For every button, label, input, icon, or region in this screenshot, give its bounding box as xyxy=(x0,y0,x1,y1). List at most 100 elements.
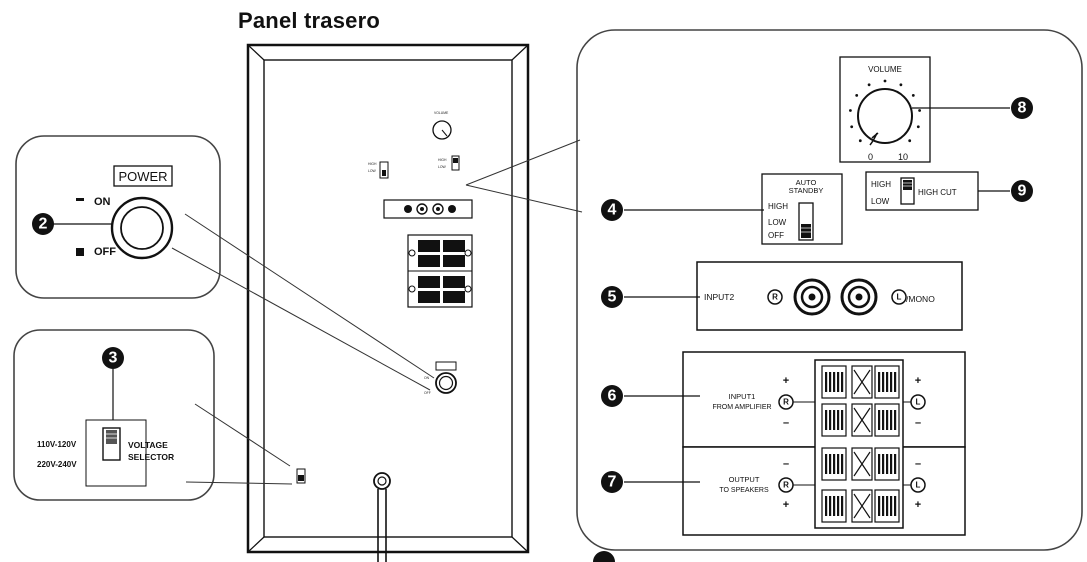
voltage-callout-box: 3 110V-120V 220V-240V VOLTAGE SELECTOR xyxy=(13,329,215,501)
terminal-slot xyxy=(886,410,889,430)
high-cut-block: HIGH LOW HIGH CUT xyxy=(865,171,979,211)
input1-right: R xyxy=(783,398,789,407)
volume-scale-ticks xyxy=(849,79,921,143)
terminal-slot xyxy=(890,454,893,474)
input2-right: R xyxy=(772,293,778,302)
svg-text:HIGH: HIGH xyxy=(438,158,447,162)
input1-line1: INPUT1 xyxy=(729,392,756,401)
power-label: POWER xyxy=(118,169,167,184)
volume-scale-dot xyxy=(883,79,887,83)
terminal-slot xyxy=(829,372,832,392)
speaker-terminal-block xyxy=(682,351,966,536)
terminal-slot xyxy=(837,410,840,430)
callout-4: 4 xyxy=(608,202,617,219)
power-callout-box: POWER ON OFF 2 xyxy=(15,135,221,299)
output-labels: OUTPUT TO SPEAKERS – R + – L + xyxy=(719,458,926,511)
output-left: L xyxy=(916,481,921,490)
terminal-clip xyxy=(853,407,871,433)
callout-2: 2 xyxy=(39,216,48,233)
voltage-opt-low: 220V-240V xyxy=(37,460,77,469)
terminal-slot xyxy=(878,496,881,516)
svg-text:HIGH: HIGH xyxy=(368,162,377,166)
volume-min: 0 xyxy=(868,152,873,162)
terminal-slot xyxy=(878,454,881,474)
on-indicator-icon xyxy=(76,198,84,201)
cabinet-speaker-terminals xyxy=(407,234,473,308)
output-right-minus: – xyxy=(783,458,789,470)
volume-max: 10 xyxy=(898,152,908,162)
volume-scale-dot xyxy=(908,139,912,143)
volume-scale-dot xyxy=(850,125,854,129)
input1-left-minus: – xyxy=(915,417,921,429)
terminal-slot xyxy=(878,372,881,392)
auto-standby-block: AUTO STANDBY HIGH LOW OFF xyxy=(761,173,843,245)
callout-8: 8 xyxy=(1018,100,1027,117)
standby-low: LOW xyxy=(768,218,787,227)
terminal-slot xyxy=(890,372,893,392)
power-cord xyxy=(373,472,391,562)
terminal-slot xyxy=(886,454,889,474)
terminal-slot xyxy=(886,372,889,392)
terminal-clip xyxy=(853,493,871,519)
page-title: Panel trasero xyxy=(238,8,381,33)
terminal-slot xyxy=(825,454,828,474)
terminal-slot xyxy=(841,410,844,430)
terminal-slot xyxy=(825,496,828,516)
input2-block: INPUT2 R L /MONO xyxy=(696,261,963,331)
terminal-slot xyxy=(833,496,836,516)
svg-text:OFF: OFF xyxy=(424,391,431,395)
terminal-slot xyxy=(829,410,832,430)
standby-title-1: AUTO xyxy=(796,178,817,187)
cabinet-standby-switch: HIGH LOW xyxy=(368,161,389,179)
terminal-slot xyxy=(882,454,885,474)
callout-3: 3 xyxy=(109,350,118,367)
terminal-slot xyxy=(894,454,897,474)
terminal-slot xyxy=(837,496,840,516)
terminal-slot xyxy=(841,372,844,392)
terminal-slot xyxy=(894,410,897,430)
input2-label: INPUT2 xyxy=(704,292,735,302)
svg-text:LOW: LOW xyxy=(368,169,377,173)
terminal-slot xyxy=(829,496,832,516)
svg-text:VOLUME: VOLUME xyxy=(434,111,449,115)
terminal-slot xyxy=(882,496,885,516)
terminal-slot xyxy=(890,496,893,516)
voltage-label-1: VOLTAGE xyxy=(128,440,168,450)
voltage-label-2: SELECTOR xyxy=(128,452,174,462)
input1-left: L xyxy=(916,398,921,407)
standby-title-2: STANDBY xyxy=(789,186,824,195)
output-left-minus: – xyxy=(915,458,921,470)
input2-left: L xyxy=(897,293,902,302)
terminal-slot xyxy=(894,496,897,516)
terminal-clip xyxy=(853,369,871,395)
terminal-slot xyxy=(890,410,893,430)
cabinet-volume-knob: VOLUME xyxy=(432,111,452,140)
power-on-label: ON xyxy=(94,196,111,208)
callout-7: 7 xyxy=(608,474,617,491)
callout-9: 9 xyxy=(1018,183,1027,200)
terminal-slot xyxy=(882,372,885,392)
standby-off: OFF xyxy=(768,231,784,240)
output-line2: TO SPEAKERS xyxy=(719,487,769,494)
terminal-slot xyxy=(833,410,836,430)
svg-text:LOW: LOW xyxy=(438,165,447,169)
callout-6: 6 xyxy=(608,388,617,405)
svg-text:ON: ON xyxy=(424,376,430,380)
volume-scale-dot xyxy=(899,83,903,87)
output-line1: OUTPUT xyxy=(729,475,760,484)
terminal-slot xyxy=(833,372,836,392)
terminal-slot xyxy=(878,410,881,430)
terminal-slot xyxy=(841,496,844,516)
volume-block: VOLUME 0 10 xyxy=(839,56,931,163)
terminal-slot xyxy=(894,372,897,392)
volume-scale-dot xyxy=(867,83,871,87)
terminal-slot xyxy=(886,496,889,516)
input1-left-plus: + xyxy=(915,375,921,387)
off-indicator-icon xyxy=(76,248,84,256)
highcut-low: LOW xyxy=(871,197,890,206)
terminal-slot xyxy=(829,454,832,474)
input1-right-minus: – xyxy=(783,417,789,429)
terminal-clip xyxy=(853,451,871,477)
standby-high: HIGH xyxy=(768,202,788,211)
callout-5: 5 xyxy=(608,289,617,306)
